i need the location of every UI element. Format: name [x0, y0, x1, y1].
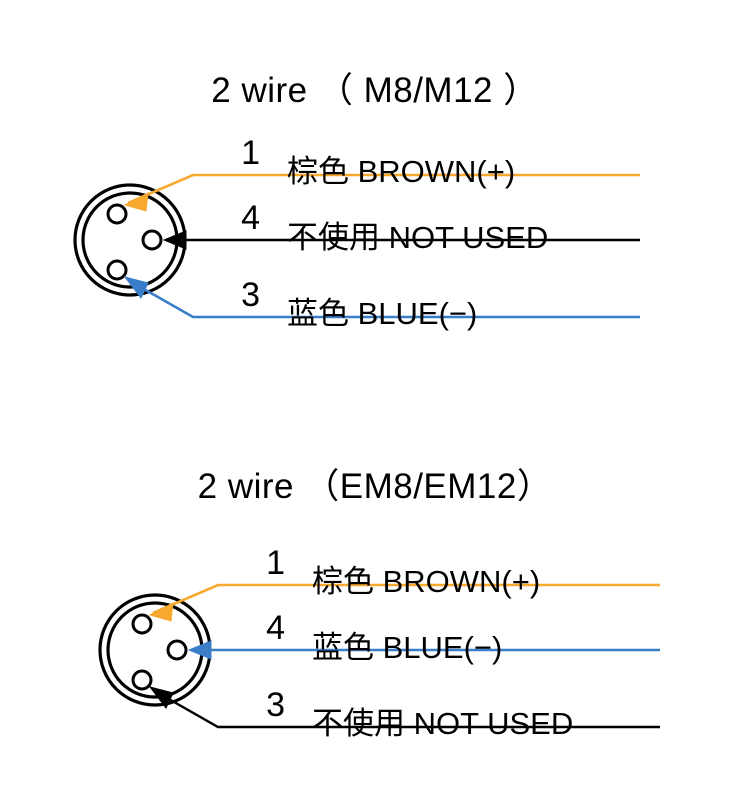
pin-hole-4 — [166, 639, 188, 661]
pin-number-1: 1 — [266, 544, 285, 582]
pin-label-4: 不使用 NOT USED — [287, 220, 549, 255]
pin-label-3: 蓝色 BLUE(−) — [287, 296, 478, 331]
leader-line-pin-3 — [123, 276, 640, 319]
pin-number-4: 4 — [266, 609, 285, 647]
leader-line-pin-3 — [148, 686, 660, 729]
pin-hole-3 — [106, 259, 128, 281]
connector-drawing-m8-m12 — [73, 173, 640, 319]
pin-label-3: 不使用 NOT USED — [312, 706, 574, 741]
pin-number-3: 3 — [266, 686, 285, 724]
diagram-title-m8-m12: 2 wire （ M8/M12 ） — [211, 71, 539, 110]
pin-label-4: 蓝色 BLUE(−) — [312, 630, 503, 665]
pin-label-1: 棕色 BROWN(+) — [287, 154, 516, 189]
pin-hole-4 — [141, 229, 163, 251]
leader-line-pin-4 — [162, 230, 640, 250]
pin-hole-1 — [131, 613, 153, 635]
pin-hole-1 — [106, 203, 128, 225]
pin-number-3: 3 — [241, 276, 260, 314]
pin-label-1: 棕色 BROWN(+) — [312, 564, 541, 599]
diagram-title-em8-em12: 2 wire （EM8/EM12） — [197, 467, 553, 506]
wiring-diagram-em8-em12: 2 wire （EM8/EM12） 1 棕色 BROWN(+) 4 蓝色 BLU… — [0, 400, 750, 800]
leader-line-pin-1 — [148, 583, 660, 622]
leader-line-pin-1 — [123, 173, 640, 212]
leader-line-pin-4 — [187, 640, 660, 660]
pin-number-1: 1 — [241, 134, 260, 172]
pin-number-4: 4 — [241, 199, 260, 237]
connector-drawing-em8-em12 — [98, 583, 660, 729]
pin-hole-3 — [131, 669, 153, 691]
wiring-diagram-m8-m12: 2 wire （ M8/M12 ） 1 棕色 BROWN(+) 4 不使用 NO… — [73, 71, 640, 331]
